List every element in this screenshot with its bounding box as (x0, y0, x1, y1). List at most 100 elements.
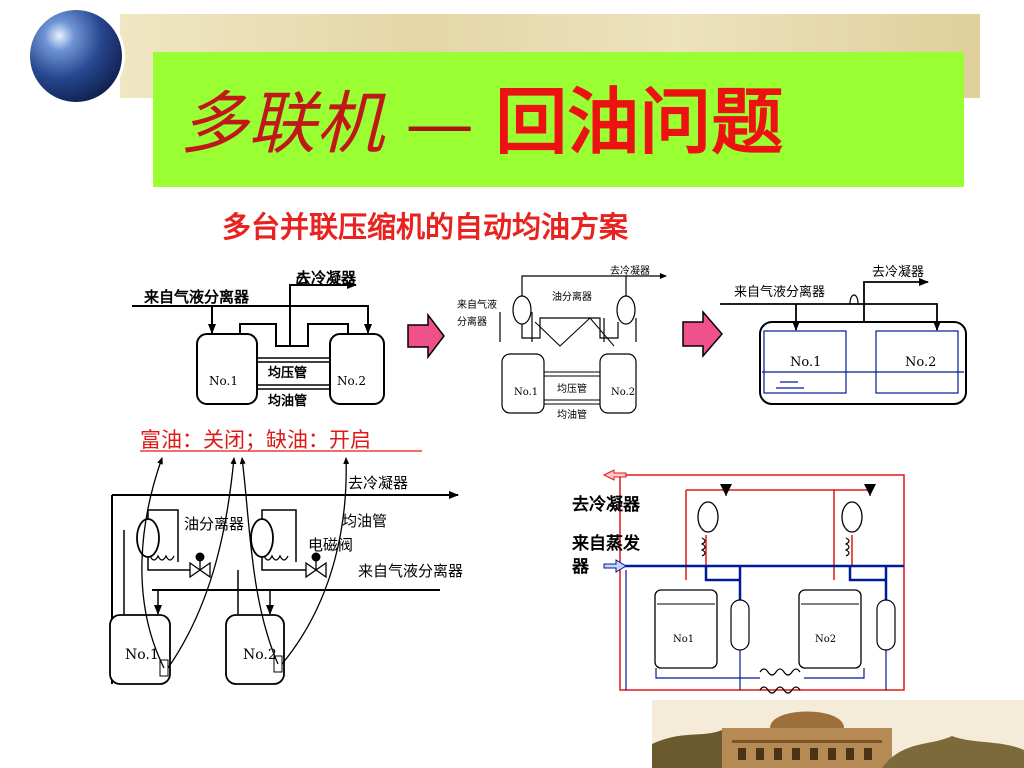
d3-label-unit-1: No.1 (790, 355, 821, 370)
d2-label-unit-1: No.1 (514, 387, 538, 398)
d5-label-from-evaporator-2: 器 (571, 557, 590, 577)
d5-label-unit-2: No2 (815, 634, 836, 645)
title-dash: — (405, 85, 474, 164)
d4-callout-3 (239, 457, 279, 665)
photo-building-wall (722, 728, 892, 768)
d3-compressor-1 (763, 330, 847, 394)
d2-label-unit-2: No.2 (611, 387, 635, 398)
title-box (153, 52, 964, 187)
d2-label-oil-pipe: 均油管 (557, 408, 587, 421)
d5-oil-separator-1 (697, 501, 719, 533)
photo-window (846, 748, 854, 760)
d5-check-valve-1 (720, 484, 732, 496)
d4-solenoid-valve-1-coil (195, 552, 205, 562)
d2-compressor-1 (501, 353, 545, 414)
slide-title: 多联机 — 回油问题 (180, 72, 783, 175)
photo-building-dome (770, 711, 844, 728)
d2-suction-lines (499, 312, 533, 342)
photo-building-cornice (732, 740, 882, 743)
d5-compressor-1 (654, 589, 718, 669)
d3-compressor-2 (875, 330, 959, 394)
d5-capillary-2 (844, 537, 850, 557)
d4-discharge-2 (261, 509, 297, 562)
d5-label-to-condenser: 去冷凝器 (572, 494, 641, 515)
d4-compressor-2 (225, 614, 285, 685)
d3-label-from-separator: 来自气液分离器 (734, 284, 825, 300)
d3-shared-shell (759, 321, 967, 405)
d5-valve-stubs (725, 490, 871, 496)
d5-accumulator-lines (739, 650, 887, 690)
photo-window (828, 748, 836, 760)
d5-accumulator-1 (730, 599, 750, 651)
diagram-5-shared-pipes (602, 469, 905, 694)
d4-callout-1 (141, 457, 165, 669)
d5-label-unit-1: No1 (673, 634, 694, 645)
d2-compressor-2 (599, 353, 637, 414)
d4-label-oil-pipe: 均油管 (342, 512, 387, 530)
d5-suction-branches (704, 566, 888, 600)
d3-pipe-jump (849, 294, 859, 305)
d4-label-to-condenser: 去冷凝器 (348, 474, 408, 492)
d5-discharge-risers (685, 490, 853, 580)
d4-label-from-separator: 来自气液分离器 (358, 562, 463, 580)
d5-capillary-1 (700, 537, 706, 557)
arrow-right-icon (682, 309, 723, 359)
d3-to-condenser-line (863, 278, 929, 322)
photo-trees-right (882, 736, 1024, 768)
d5-oil-equalize-line (655, 668, 865, 679)
photo-window (738, 748, 746, 760)
d5-oil-separator-2 (841, 501, 863, 533)
subtitle: 多台并联压缩机的自动均油方案 (222, 210, 629, 244)
d2-label-oil-separator: 油分离器 (552, 290, 592, 303)
d4-rule-text: 富油：关闭；缺油：开启 (140, 428, 371, 452)
d4-oil-separator-1 (136, 518, 160, 558)
d1-compressor-2 (329, 333, 385, 405)
d5-compressor-2 (798, 589, 862, 669)
d4-label-oil-separator: 油分离器 (184, 515, 244, 533)
d2-label-from-separator-1: 来自气液 (457, 298, 497, 311)
d4-discharge-1 (147, 509, 179, 562)
photo-window (774, 748, 782, 760)
d4-callout-2 (167, 457, 237, 669)
d4-oil-separator-2 (250, 518, 274, 558)
diagram-4-shared-pipes (109, 450, 459, 685)
d4-label-unit-2: No.2 (243, 647, 277, 663)
d3-suction-line (720, 303, 941, 331)
d2-label-balance-pipe: 均压管 (557, 382, 587, 395)
d5-check-valve-2 (864, 484, 876, 496)
title-part-2: 回油问题 (495, 80, 784, 164)
d2-oil-return-lines (534, 317, 615, 347)
d2-oil-separator-2 (616, 295, 636, 325)
d1-label-from-separator: 来自气液分离器 (143, 288, 250, 306)
d1-pipe-jump (296, 273, 307, 286)
diagram-2-shared-pipes (499, 273, 667, 414)
d1-label-balance-pipe: 均压管 (268, 365, 307, 381)
d2-label-to-condenser: 去冷凝器 (610, 264, 650, 277)
d5-coil-2 (759, 686, 801, 694)
d1-suction-line (132, 305, 372, 334)
d4-spring-2 (263, 554, 289, 561)
building-photo-art (652, 700, 1024, 768)
d5-outline-red (619, 474, 905, 691)
d5-accumulator-2 (876, 599, 896, 651)
photo-window (810, 748, 818, 760)
d3-label-unit-2: No.2 (905, 355, 936, 370)
photo-window (864, 748, 872, 760)
d4-label-unit-1: No.1 (125, 647, 159, 663)
d1-compressor-1 (196, 333, 258, 405)
diagram-1-shared-pipes (132, 273, 385, 405)
d1-to-condenser-line (289, 281, 357, 346)
title-part-1: 多联机 (180, 85, 385, 164)
building-photo (652, 700, 1024, 768)
d5-in-arrow (603, 559, 627, 573)
d1-label-oil-pipe: 均油管 (268, 393, 307, 409)
d4-solenoid-valve-2-coil (311, 552, 321, 562)
d3-label-to-condenser: 去冷凝器 (872, 264, 924, 280)
d2-discharge-manifold (521, 317, 619, 339)
d1-label-unit-2: No.2 (337, 374, 366, 388)
d4-compressor-1 (109, 614, 171, 685)
photo-window (792, 748, 800, 760)
d2-oil-separator-1 (512, 295, 532, 325)
arrow-right-icon (407, 312, 445, 360)
